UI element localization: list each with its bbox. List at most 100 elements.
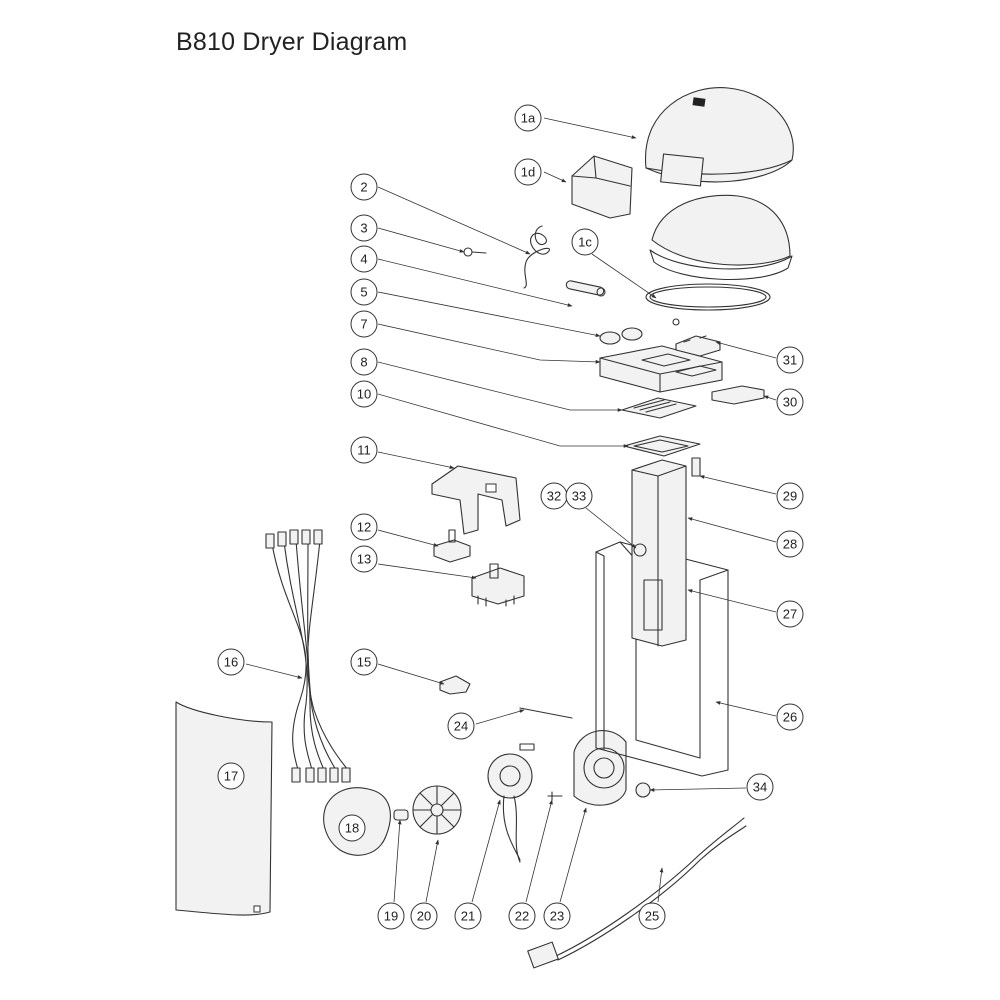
leader-line-19 — [393, 819, 402, 903]
callout-24: 24 — [447, 712, 475, 740]
hood-dome-inner — [649, 194, 793, 281]
leader-line-23 — [559, 807, 587, 903]
leader-line-1c — [591, 253, 657, 299]
callout-bubble — [776, 600, 804, 628]
callout-label: 7 — [360, 317, 367, 332]
callout-bubble — [410, 902, 438, 930]
leader-line-8 — [377, 361, 623, 412]
heater-pin — [547, 791, 563, 801]
callout-bubble — [514, 158, 542, 186]
callout-20: 20 — [410, 902, 438, 930]
leader-line-21 — [471, 799, 501, 903]
callout-bubble — [447, 712, 475, 740]
callout-bubble — [746, 773, 774, 801]
callout-bubble — [377, 902, 405, 930]
callout-label: 23 — [550, 909, 564, 924]
callout-bubble — [638, 902, 666, 930]
callout-bubble — [776, 482, 804, 510]
callout-10: 10 — [350, 380, 378, 408]
callout-1a: 1a — [514, 104, 542, 132]
leader-line-15 — [377, 663, 445, 685]
mounting-frame — [623, 435, 701, 457]
leader-line-4 — [377, 258, 573, 307]
bracket — [431, 465, 521, 535]
strain-relief — [635, 782, 651, 798]
callout-label: 29 — [783, 489, 797, 504]
clip — [633, 543, 647, 557]
callout-33: 33 — [565, 482, 593, 510]
callout-label: 18 — [345, 821, 359, 836]
leader-line-7 — [377, 323, 601, 364]
callout-label: 30 — [783, 395, 797, 410]
rocker-switch — [675, 335, 721, 357]
timer-switch — [433, 529, 471, 563]
hood-ring — [645, 283, 771, 311]
leader-line-29 — [699, 475, 777, 495]
cord-clamp — [439, 675, 471, 695]
callout-label: 1d — [521, 165, 535, 180]
callout-label: 3 — [360, 221, 367, 236]
callout-34: 34 — [746, 773, 774, 801]
callout-bubble — [514, 104, 542, 132]
callout-bubble — [776, 346, 804, 374]
leader-line-5 — [377, 291, 601, 338]
callout-label: 27 — [783, 607, 797, 622]
callout-bubble — [454, 902, 482, 930]
wire-harness — [265, 529, 351, 783]
bolt — [691, 457, 701, 477]
callout-3: 3 — [350, 214, 378, 242]
rod — [519, 707, 573, 719]
callout-5: 5 — [350, 278, 378, 306]
callout-bubble — [350, 513, 378, 541]
spring — [523, 225, 551, 289]
rating-label — [621, 397, 697, 419]
callout-bubble — [350, 245, 378, 273]
leader-line-26 — [715, 701, 777, 717]
callout-bubble — [543, 902, 571, 930]
callout-label: 11 — [357, 443, 371, 458]
callout-32: 32 — [540, 482, 568, 510]
callout-label: 15 — [357, 655, 371, 670]
knobs — [599, 327, 643, 345]
callout-31: 31 — [776, 346, 804, 374]
leader-line-31 — [715, 341, 777, 359]
callout-30: 30 — [776, 388, 804, 416]
callout-bubble — [508, 902, 536, 930]
leader-line-3 — [377, 227, 465, 253]
callout-label: 5 — [360, 285, 367, 300]
leader-line-1a — [543, 117, 637, 139]
small-screw — [672, 318, 680, 326]
callout-8: 8 — [350, 348, 378, 376]
callout-12: 12 — [350, 513, 378, 541]
callout-bubble — [350, 380, 378, 408]
callout-label: 24 — [454, 719, 468, 734]
callout-label: 20 — [417, 909, 431, 924]
callout-bubble — [350, 278, 378, 306]
callout-label: 4 — [360, 252, 367, 267]
callout-7: 7 — [350, 310, 378, 338]
leader-line-2 — [377, 186, 531, 255]
leader-line-33 — [585, 507, 637, 549]
callout-bubble — [350, 348, 378, 376]
leader-line-34 — [649, 787, 747, 792]
callout-18: 18 — [338, 814, 366, 842]
callout-label: 12 — [357, 520, 371, 535]
callout-bubble — [217, 762, 245, 790]
callout-label: 19 — [384, 909, 398, 924]
leader-lines — [245, 117, 777, 903]
leader-line-1d — [543, 171, 567, 183]
vent-piece — [571, 155, 633, 219]
callout-bubble — [350, 214, 378, 242]
callout-13: 13 — [350, 545, 378, 573]
callout-bubble — [350, 173, 378, 201]
power-cord — [527, 817, 747, 969]
callout-label: 13 — [357, 552, 371, 567]
callout-label: 8 — [360, 355, 367, 370]
diagram-title: B810 Dryer Diagram — [176, 28, 408, 56]
column-tube — [631, 459, 687, 647]
callout-26: 26 — [776, 703, 804, 731]
callout-label: 31 — [783, 353, 797, 368]
callout-bubble — [350, 310, 378, 338]
leader-line-16 — [245, 663, 303, 679]
